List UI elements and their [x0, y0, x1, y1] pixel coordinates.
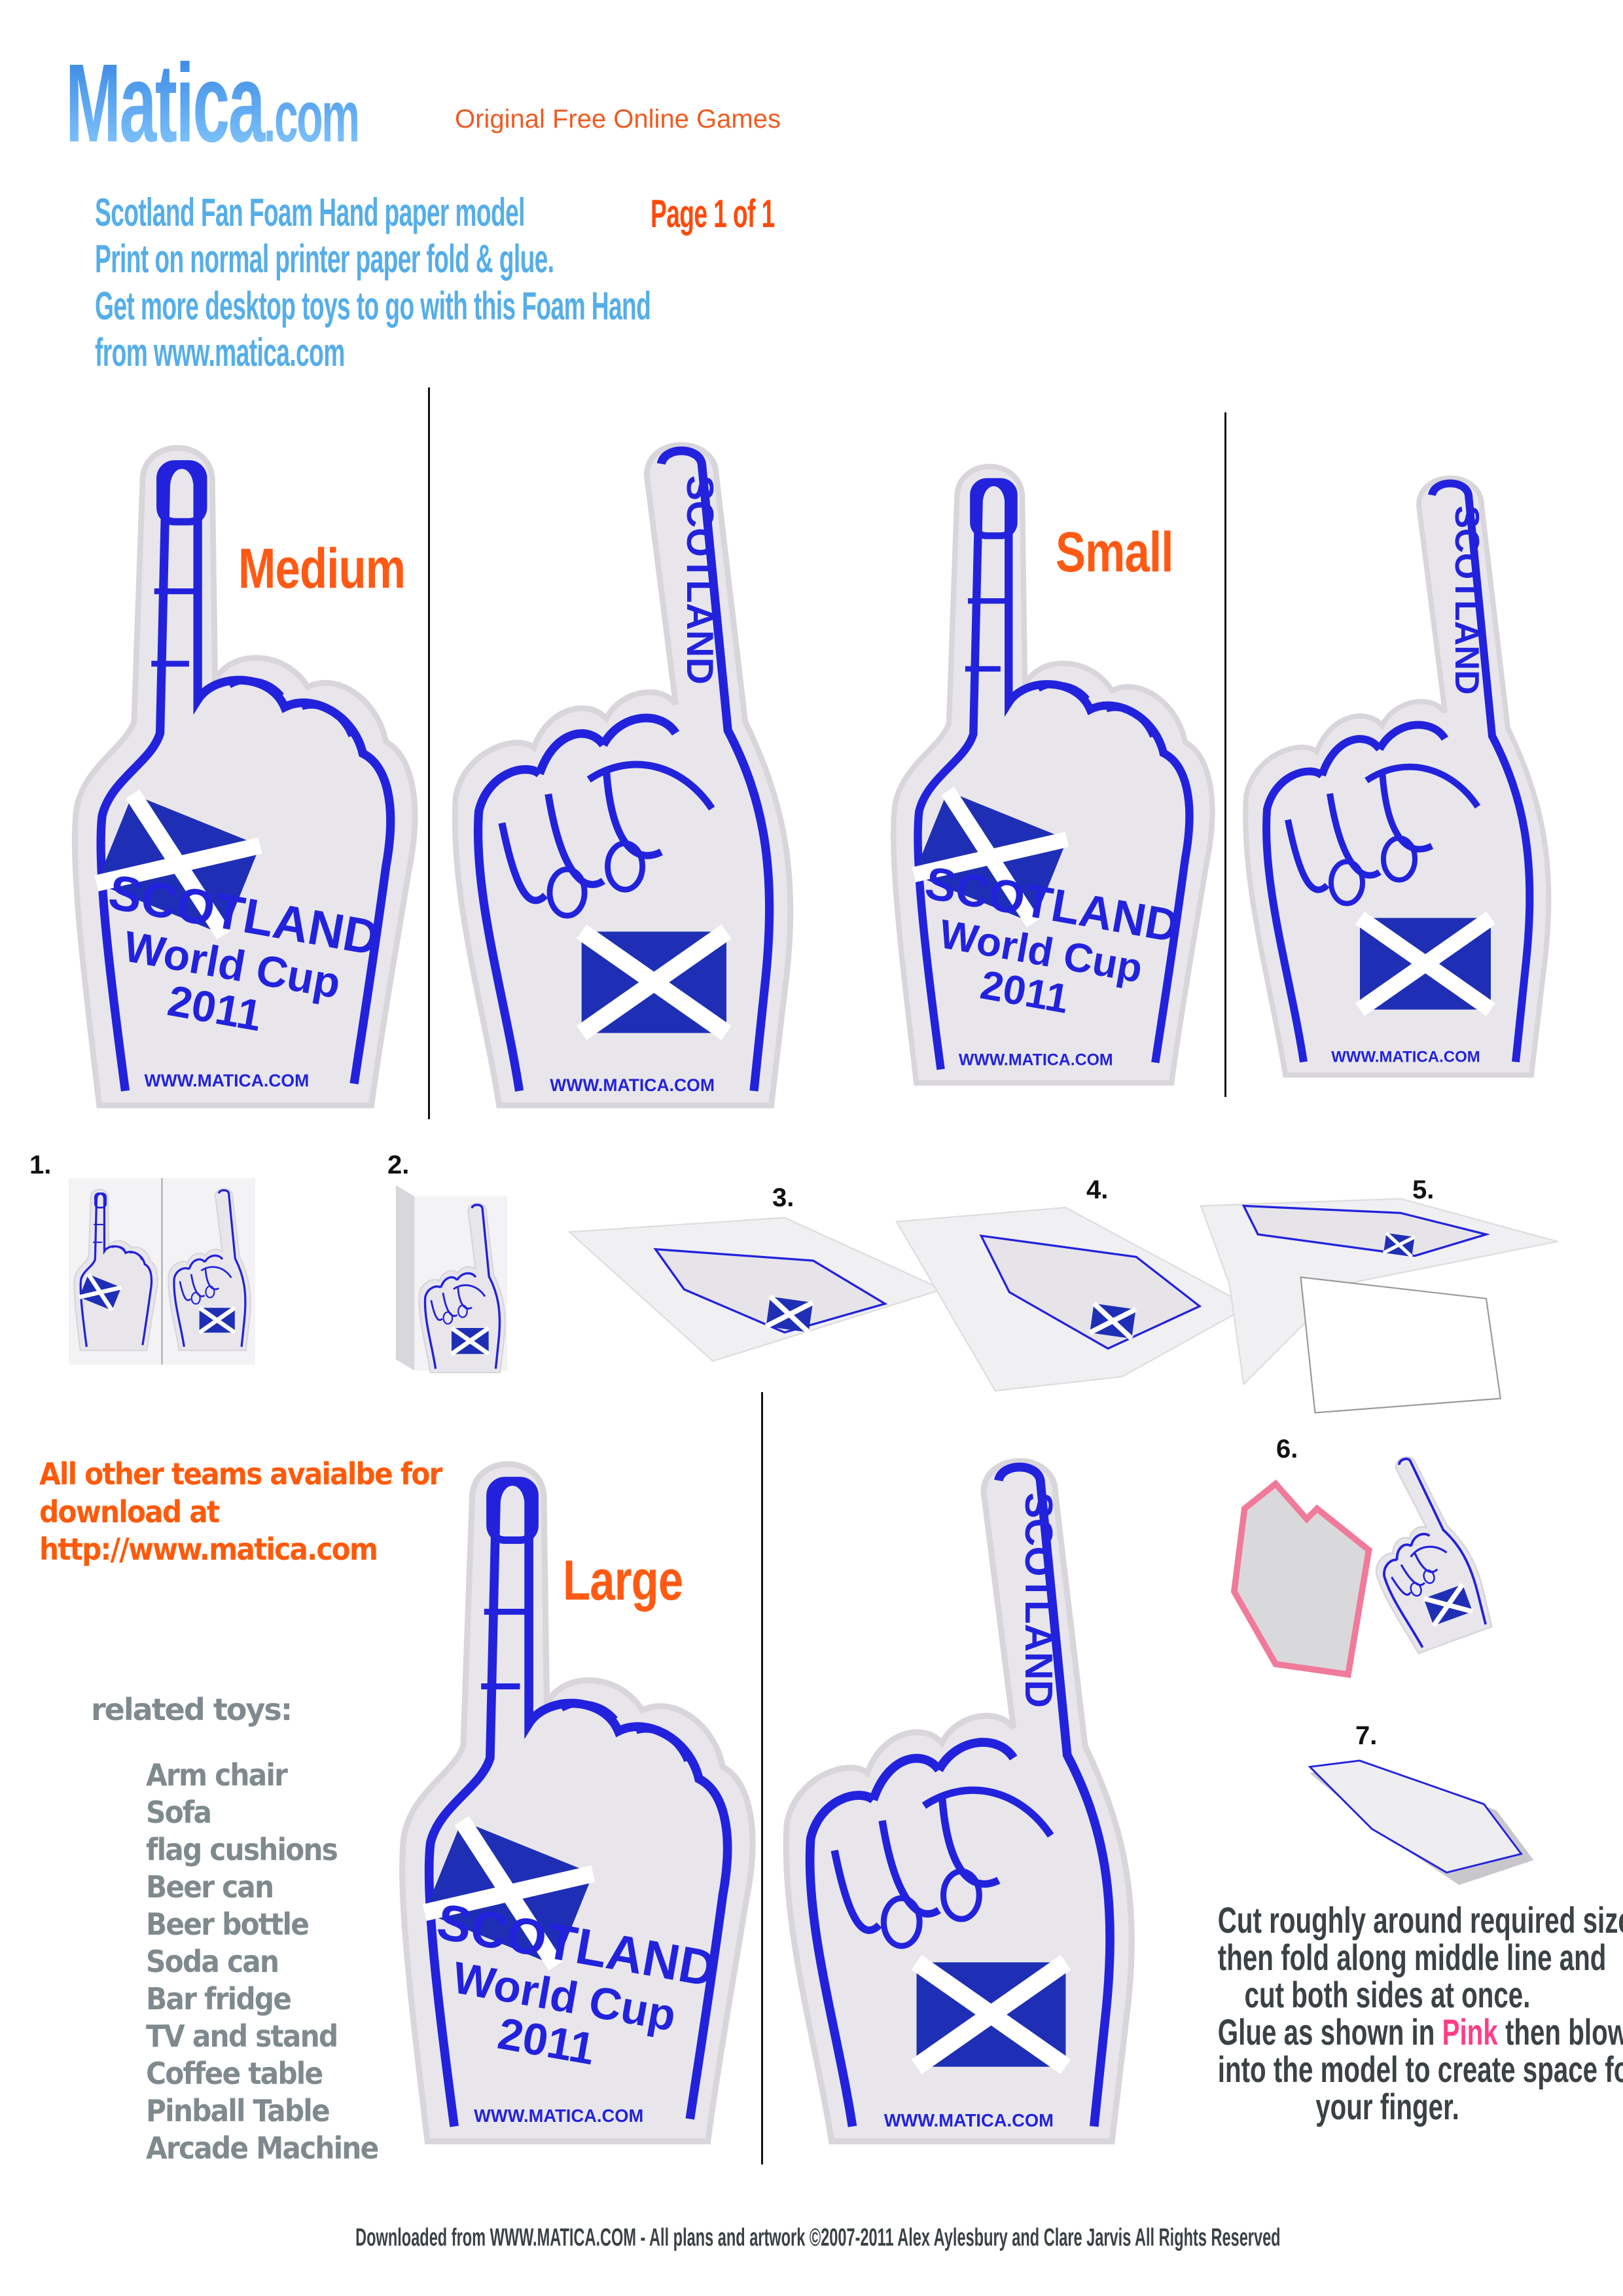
- hand-team-text: SCOTLAND: [679, 475, 721, 685]
- related-toys-heading: related toys:: [91, 1692, 293, 1727]
- instruction-text: Glue as shown in: [1217, 2011, 1442, 2053]
- fold-line: [761, 1392, 763, 2164]
- step-number: 2.: [387, 1151, 410, 1179]
- step-1-illustration: [69, 1178, 255, 1365]
- teams-note: All other teams avaialbe for: [39, 1456, 442, 1492]
- footer-text: Downloaded from WWW.MATICA.COM - All pla…: [355, 2224, 1281, 2251]
- instruction-line: cut both sides at once.: [1244, 1974, 1531, 2015]
- medium-hand-back: SCOTLAND WWW.MATICA.COM: [438, 432, 797, 1113]
- fold-line: [1224, 412, 1226, 1097]
- related-item[interactable]: Coffee table: [146, 2056, 323, 2091]
- related-item[interactable]: Bar fridge: [146, 1981, 292, 2017]
- step-number: 1.: [29, 1151, 52, 1179]
- step-7-illustration: [1308, 1759, 1534, 1885]
- print-instruction: Print on normal printer paper fold & glu…: [95, 237, 554, 281]
- footer-copyright: Downloaded from WWW.MATICA.COM - All pla…: [0, 2224, 1623, 2252]
- large-hand-front: SCOTLAND World Cup 2011 WWW.MATICA.COM: [395, 1440, 753, 2157]
- hand-team-text: SCOTLAND: [1448, 506, 1486, 695]
- step-3-illustration: [567, 1217, 945, 1362]
- size-label-small: Small: [1056, 521, 1173, 584]
- related-item[interactable]: TV and stand: [146, 2018, 338, 2054]
- promo-line: Get more desktop toys to go with this Fo…: [95, 284, 651, 328]
- step-number: 7.: [1355, 1721, 1378, 1750]
- instruction-line: Glue as shown in Pink then blow: [1217, 2011, 1623, 2053]
- step-number: 6.: [1276, 1435, 1298, 1463]
- step-2-illustration: [396, 1185, 507, 1374]
- related-item[interactable]: Beer can: [146, 1869, 274, 1905]
- step-6-illustration: [1230, 1446, 1499, 1678]
- hand-site-text: WWW.MATICA.COM: [145, 1071, 310, 1090]
- instruction-line: into the model to create space for: [1217, 2049, 1623, 2090]
- tagline: Original Free Online Games: [455, 105, 781, 134]
- step-number: 5.: [1412, 1175, 1435, 1204]
- hand-site-text: WWW.MATICA.COM: [884, 2110, 1054, 2130]
- instruction-line: then fold along middle line and: [1217, 1937, 1607, 1978]
- size-label-medium: Medium: [238, 537, 406, 600]
- related-item[interactable]: Arm chair: [146, 1757, 288, 1793]
- step-4-illustration: [895, 1206, 1251, 1392]
- step-5-illustration: [1200, 1198, 1558, 1414]
- logo-suffix: .com: [264, 77, 359, 157]
- related-item[interactable]: Pinball Table: [146, 2093, 330, 2128]
- teams-note: download at: [39, 1494, 220, 1530]
- matica-logo[interactable]: Matica.com: [65, 39, 359, 168]
- title-line: Scotland Fan Foam Hand paper model: [95, 190, 526, 234]
- size-label-large: Large: [563, 1549, 683, 1612]
- instruction-text: then blow: [1497, 2011, 1623, 2053]
- step-number: 4.: [1086, 1175, 1109, 1204]
- page-indicator: Page 1 of 1: [651, 192, 775, 236]
- medium-hand-front: SCOTLAND World Cup 2011 WWW.MATICA.COM: [65, 432, 417, 1113]
- teams-link[interactable]: http://www.matica.com: [39, 1532, 378, 1567]
- small-hand-front: SCOTLAND World Cup 2011 WWW.MATICA.COM: [885, 452, 1214, 1090]
- assembly-instructions: Cut roughly around required size, then f…: [1152, 1901, 1623, 2125]
- related-item[interactable]: Arcade Machine: [146, 2130, 379, 2166]
- promo-link[interactable]: from www.matica.com: [95, 331, 345, 374]
- hand-team-text: SCOTLAND: [1017, 1492, 1061, 1708]
- related-item[interactable]: Soda can: [146, 1944, 279, 1979]
- fold-line: [428, 387, 430, 1119]
- related-item[interactable]: flag cushions: [146, 1832, 338, 1867]
- logo-main: Matica: [65, 41, 264, 166]
- step-number: 3.: [772, 1183, 794, 1212]
- pink-highlight: Pink: [1442, 2011, 1498, 2053]
- instruction-line: Cut roughly around required size,: [1217, 1899, 1623, 1941]
- instruction-line: your finger.: [1315, 2086, 1459, 2127]
- small-hand-back: SCOTLAND WWW.MATICA.COM: [1236, 458, 1550, 1090]
- large-hand-back: SCOTLAND WWW.MATICA.COM: [775, 1440, 1133, 2157]
- hand-site-text: WWW.MATICA.COM: [550, 1075, 715, 1095]
- hand-site-text: WWW.MATICA.COM: [959, 1051, 1113, 1069]
- hand-site-text: WWW.MATICA.COM: [1331, 1049, 1480, 1066]
- hand-site-text: WWW.MATICA.COM: [474, 2106, 643, 2126]
- related-item[interactable]: Sofa: [146, 1795, 212, 1830]
- related-item[interactable]: Beer bottle: [146, 1907, 310, 1942]
